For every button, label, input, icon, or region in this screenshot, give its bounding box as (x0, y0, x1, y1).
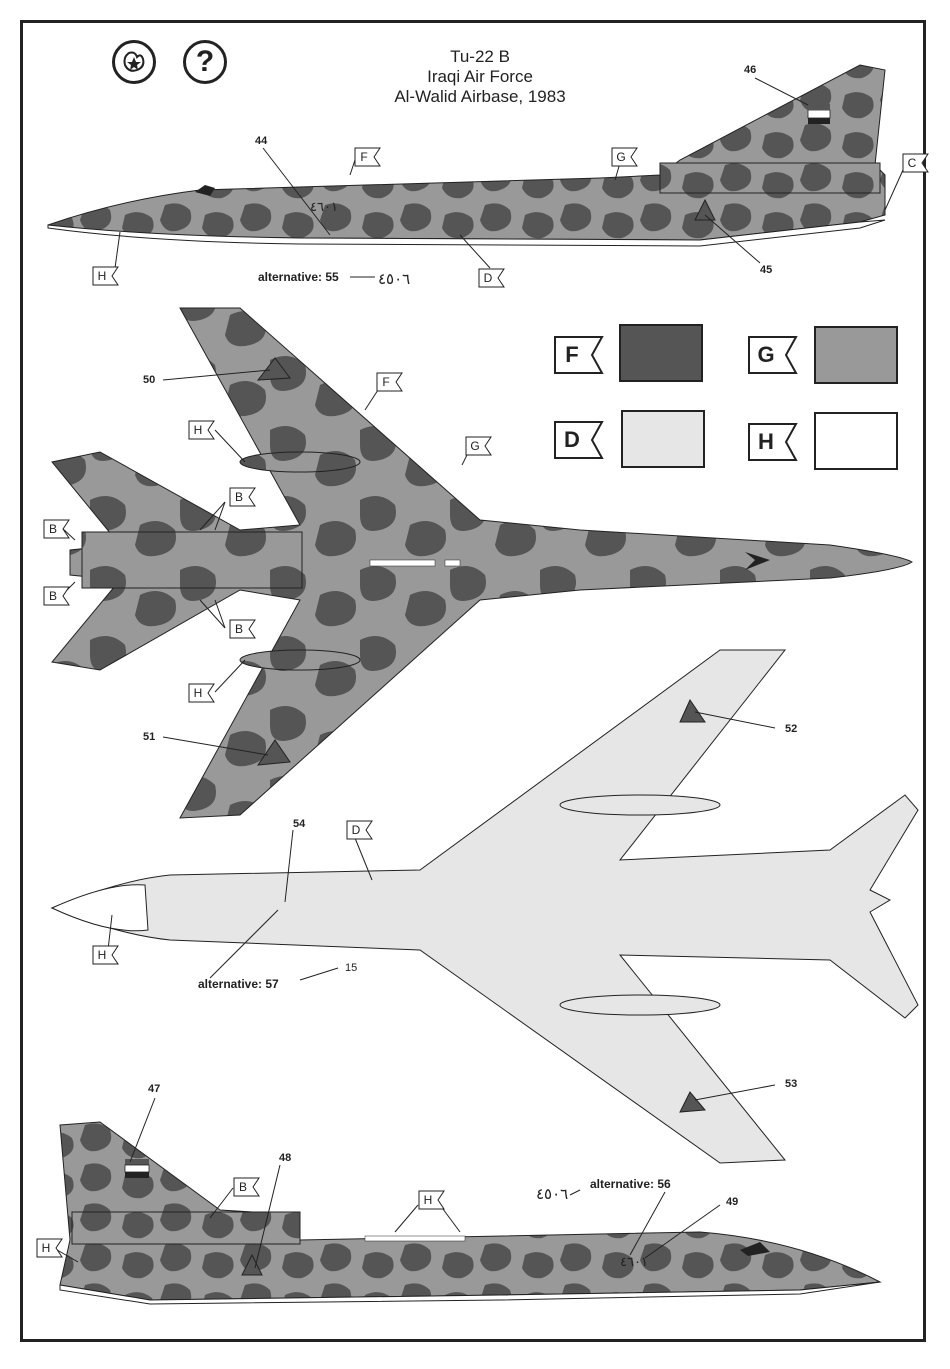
flag-F-top-view: F (376, 372, 404, 392)
legend-flag-F: F (554, 336, 604, 374)
flag-D-bottom-view: D (346, 820, 374, 840)
flag-H-top-side: H (92, 266, 120, 286)
flag-G-top-view: G (465, 436, 493, 456)
flag-H-bottom-side-1: H (418, 1190, 446, 1210)
top-view (52, 308, 912, 818)
flag-H-bottom-view: H (92, 945, 120, 965)
flag-D-top-side: D (478, 268, 506, 288)
callout-48: 48 (279, 1152, 291, 1164)
callout-46: 46 (744, 64, 756, 76)
flag-C-top-side: C (902, 153, 930, 173)
legend-flag-G: G (748, 336, 798, 374)
serial-arabic-2: ٤٦٠١ (310, 200, 338, 215)
legend-swatch-G (814, 326, 898, 384)
callout-50: 50 (143, 374, 155, 386)
flag-B-top-view-1: B (229, 487, 257, 507)
serial-arabic-4: ٤٦٠١ (620, 1255, 648, 1270)
side-view-top (48, 65, 885, 246)
callout-54: 54 (293, 818, 305, 830)
leader-lines (52, 78, 903, 1268)
alternative-55: alternative: 55 (258, 270, 339, 284)
serial-arabic-1: ٤٥٠٦ (378, 270, 410, 288)
flag-G-top-side: G (611, 147, 639, 167)
flag-H-top-view-upper: H (188, 420, 216, 440)
legend-swatch-F (619, 324, 703, 382)
legend-swatch-H (814, 412, 898, 470)
callout-53: 53 (785, 1078, 797, 1090)
legend-flag-H: H (748, 423, 798, 461)
callout-47: 47 (148, 1083, 160, 1095)
callout-45: 45 (760, 264, 772, 276)
legend-flag-D: D (554, 421, 604, 459)
alternative-57: alternative: 57 (198, 977, 279, 991)
serial-arabic-3: ٤٥٠٦ (536, 1185, 568, 1203)
flag-B-top-view-3: B (43, 586, 71, 606)
flag-B-top-view-4: B (229, 619, 257, 639)
callout-49: 49 (726, 1196, 738, 1208)
flag-H-top-view-lower: H (188, 683, 216, 703)
flag-B-top-view-2: B (43, 519, 71, 539)
flag-H-bottom-side-2: H (36, 1238, 64, 1258)
alternative-56: alternative: 56 (590, 1177, 671, 1191)
flag-F-top-side: F (354, 147, 382, 167)
callout-51: 51 (143, 731, 155, 743)
callout-44: 44 (255, 135, 267, 147)
legend-swatch-D (621, 410, 705, 468)
callout-52: 52 (785, 723, 797, 735)
callout-15: 15 (345, 962, 357, 974)
flag-B-bottom-side: B (233, 1177, 261, 1197)
